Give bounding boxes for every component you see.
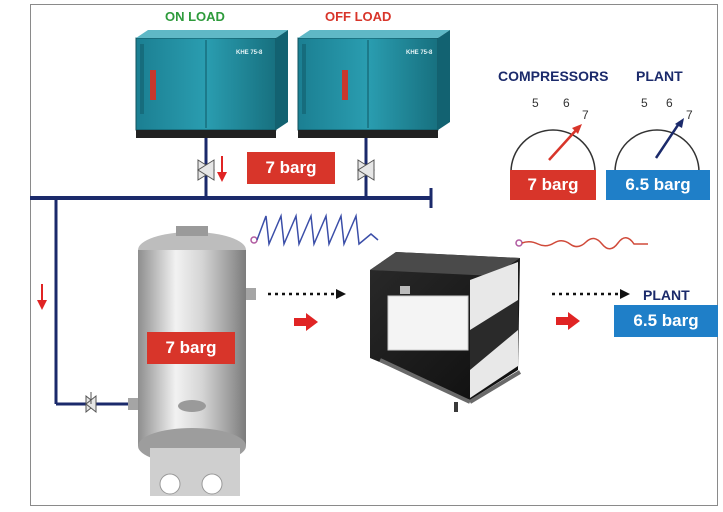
compressor-right xyxy=(297,30,450,138)
gauge-compressors-tick-7: 7 xyxy=(582,108,589,122)
diagram-frame xyxy=(30,4,718,506)
valve-receiver-inlet xyxy=(85,392,97,414)
gauge-title-plant: PLANT xyxy=(636,68,683,84)
gauge-title-compressors: COMPRESSORS xyxy=(498,68,609,84)
dotted-arrow-receiver-to-dryer xyxy=(268,289,346,299)
flow-arrow-down-header xyxy=(37,284,47,310)
header-pressure-badge: 7 barg xyxy=(247,152,335,184)
flow-arrow-right-dryer xyxy=(556,312,580,330)
plant-pressure-gauge xyxy=(614,118,700,173)
compressor-pressure-gauge xyxy=(510,124,596,173)
pressure-smooth-waveform xyxy=(515,237,648,250)
valve-left-compressor xyxy=(197,159,215,181)
compressor-right-status: OFF LOAD xyxy=(325,9,392,24)
valve-right-compressor xyxy=(357,159,375,181)
gauge-plant-tick-7: 7 xyxy=(686,108,693,122)
pressure-pulsation-waveform xyxy=(250,213,379,247)
plant-outlet-title: PLANT xyxy=(643,287,690,303)
plant-outlet-pressure-badge: 6.5 barg xyxy=(614,305,718,337)
compressor-left xyxy=(135,30,288,138)
compressor-left-model: KHE 75-8 xyxy=(236,50,263,56)
gauge-compressors-tick-6: 6 xyxy=(563,96,570,110)
flow-arrow-down-compressor xyxy=(217,156,227,182)
dotted-arrow-dryer-to-plant xyxy=(552,289,630,299)
compressor-left-status: ON LOAD xyxy=(165,9,225,24)
receiver-pressure-badge: 7 barg xyxy=(147,332,235,364)
gauge-plant-tick-6: 6 xyxy=(666,96,673,110)
plant-pressure-badge: 6.5 barg xyxy=(606,170,710,200)
dryer-unit xyxy=(370,252,522,412)
flow-arrow-right-receiver xyxy=(294,313,318,331)
compressor-right-model: KHE 75-8 xyxy=(406,50,433,56)
gauge-plant-tick-5: 5 xyxy=(641,96,648,110)
compressors-pressure-badge: 7 barg xyxy=(510,170,596,200)
gauge-compressors-tick-5: 5 xyxy=(532,96,539,110)
